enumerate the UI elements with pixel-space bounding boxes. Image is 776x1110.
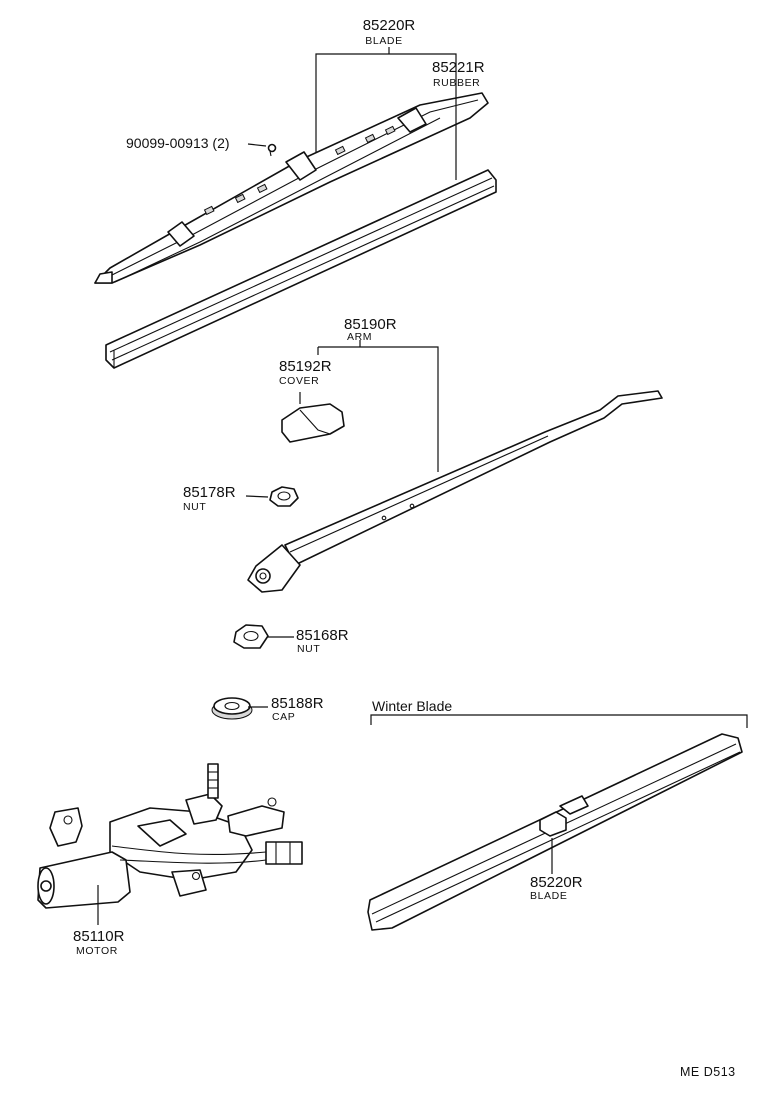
part-name: MOTOR: [76, 945, 118, 957]
part-name: COVER: [279, 375, 319, 387]
arm-leader-lines: [317, 340, 439, 472]
part-number: 90099-00913 (2): [126, 135, 230, 151]
part-number: 85168R: [296, 627, 349, 644]
part-number: 85110R: [73, 928, 125, 945]
winter-blade-bracket: [370, 714, 748, 728]
part-number: 85192R: [279, 358, 332, 375]
arm-cover-part: [281, 392, 345, 443]
winter-blade-assembly: [367, 733, 743, 931]
winter-blade-title: Winter Blade: [372, 698, 452, 714]
wiper-rubber-strip: [105, 169, 497, 369]
callout-arm: 85190R ARM: [344, 316, 397, 343]
screw-part: [247, 143, 277, 157]
wiper-arm: [247, 390, 663, 593]
callout-rubber: 85221R RUBBER: [432, 59, 485, 89]
wiper-blade-assembly: [94, 92, 489, 284]
callout-blade-top: 85220R BLADE: [363, 17, 416, 47]
wiper-motor-assembly: [37, 763, 303, 925]
part-number: 85190R: [344, 316, 397, 333]
part-number: 85221R: [432, 59, 485, 76]
part-name: BLADE: [530, 890, 567, 902]
diagram-code: ME D513: [680, 1065, 736, 1079]
nut-lower-part: [233, 624, 294, 649]
callout-cover: 85192R COVER: [279, 358, 332, 387]
part-name: NUT: [183, 501, 206, 513]
cap-part: [211, 697, 268, 720]
part-name: BLADE: [365, 35, 402, 47]
part-number: 85188R: [271, 695, 324, 712]
part-name: RUBBER: [433, 77, 480, 89]
callout-nut-lower: 85168R NUT: [296, 627, 349, 655]
callout-motor: 85110R MOTOR: [73, 928, 125, 957]
callout-winter-blade: Winter Blade 85220R BLADE: [372, 698, 583, 902]
part-name: ARM: [347, 331, 372, 343]
part-number: 85220R: [530, 874, 583, 891]
callout-nut-upper: 85178R NUT: [183, 484, 236, 513]
part-number: 85178R: [183, 484, 236, 501]
nut-upper-part: [245, 486, 299, 507]
part-name: NUT: [297, 643, 320, 655]
blade-leader-lines: [315, 47, 457, 180]
callout-cap: 85188R CAP: [271, 695, 324, 723]
callout-screw: 90099-00913 (2): [126, 135, 230, 151]
part-name: CAP: [272, 711, 295, 723]
part-number: 85220R: [363, 17, 416, 34]
